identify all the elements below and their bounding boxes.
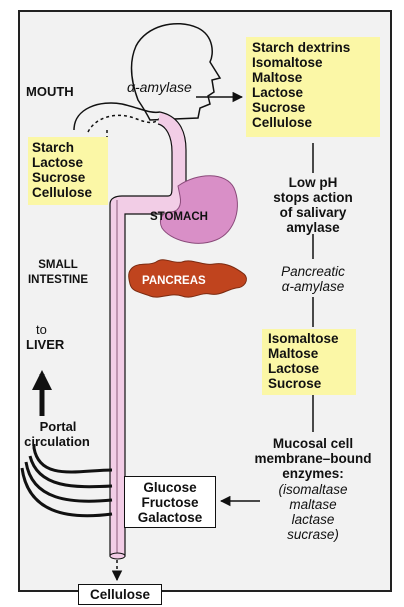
enzyme-item: (isomaltase <box>254 482 372 497</box>
stomach-label: STOMACH <box>150 210 208 225</box>
mouth-label: MOUTH <box>26 84 74 99</box>
monosaccharide-item: Glucose <box>125 480 215 495</box>
mucosal-line: enzymes: <box>248 466 378 481</box>
monosaccharide-item: Galactose <box>125 510 215 525</box>
mouth-product: Sucrose <box>252 100 374 115</box>
mouth-products-box: Starch dextrins Isomaltose Maltose Lacto… <box>246 37 380 137</box>
oral-cavity-line <box>74 103 160 130</box>
liver-label: LIVER <box>26 337 64 352</box>
tube-end <box>110 553 125 559</box>
ingested-item: Lactose <box>32 155 104 170</box>
mouth-product: Lactose <box>252 85 374 100</box>
mouth-product: Maltose <box>252 70 374 85</box>
low-ph-line: stops action <box>254 190 372 205</box>
small-intestine-label-line1: SMALL <box>26 258 90 273</box>
disaccharide-item: Lactose <box>268 361 350 376</box>
cellulose-output-box: Cellulose <box>78 584 162 605</box>
small-intestine-label-line2: INTESTINE <box>22 273 94 288</box>
mouth-product: Cellulose <box>252 115 374 130</box>
enzyme-item: sucrase) <box>254 527 372 542</box>
to-label: to <box>36 322 47 337</box>
mucosal-line: membrane–bound <box>248 451 378 466</box>
monosaccharide-item: Fructose <box>125 495 215 510</box>
mucosal-enzymes-note: Mucosal cell membrane–bound enzymes: <box>248 436 378 481</box>
ingested-carbohydrates-box: Starch Lactose Sucrose Cellulose <box>28 137 108 205</box>
portal-vessel-4 <box>22 468 112 516</box>
enzyme-item: lactase <box>254 512 372 527</box>
ingested-item: Starch <box>32 140 104 155</box>
pancreatic-products-box: Isomaltose Maltose Lactose Sucrose <box>262 329 356 395</box>
low-ph-note: Low pH stops action of salivary amylase <box>254 175 372 235</box>
portal-label-line1: Portal <box>26 419 90 434</box>
ingested-item: Cellulose <box>32 185 104 200</box>
mouth-product: Isomaltose <box>252 55 374 70</box>
mucosal-enzyme-list: (isomaltase maltase lactase sucrase) <box>254 482 372 542</box>
portal-vessel-3 <box>26 462 112 501</box>
disaccharide-item: Isomaltose <box>268 331 350 346</box>
pancreatic-line: Pancreatic <box>254 264 372 279</box>
low-ph-line: amylase <box>254 220 372 235</box>
alpha-amylase-label: α-amylase <box>127 80 192 95</box>
mouth-product: Starch dextrins <box>252 40 374 55</box>
low-ph-line: of salivary <box>254 205 372 220</box>
pancreas-label: PANCREAS <box>142 274 206 289</box>
mucosal-line: Mucosal cell <box>248 436 378 451</box>
disaccharide-item: Maltose <box>268 346 350 361</box>
ingested-item: Sucrose <box>32 170 104 185</box>
disaccharide-item: Sucrose <box>268 376 350 391</box>
low-ph-line: Low pH <box>254 175 372 190</box>
pancreatic-amylase-note: Pancreatic α-amylase <box>254 264 372 294</box>
cellulose-output-label: Cellulose <box>79 587 161 602</box>
enzyme-item: maltase <box>254 497 372 512</box>
portal-label-line2: circulation <box>18 434 96 449</box>
monosaccharides-box: Glucose Fructose Galactose <box>124 476 216 528</box>
head-profile <box>132 24 220 120</box>
pancreatic-line: α-amylase <box>254 279 372 294</box>
